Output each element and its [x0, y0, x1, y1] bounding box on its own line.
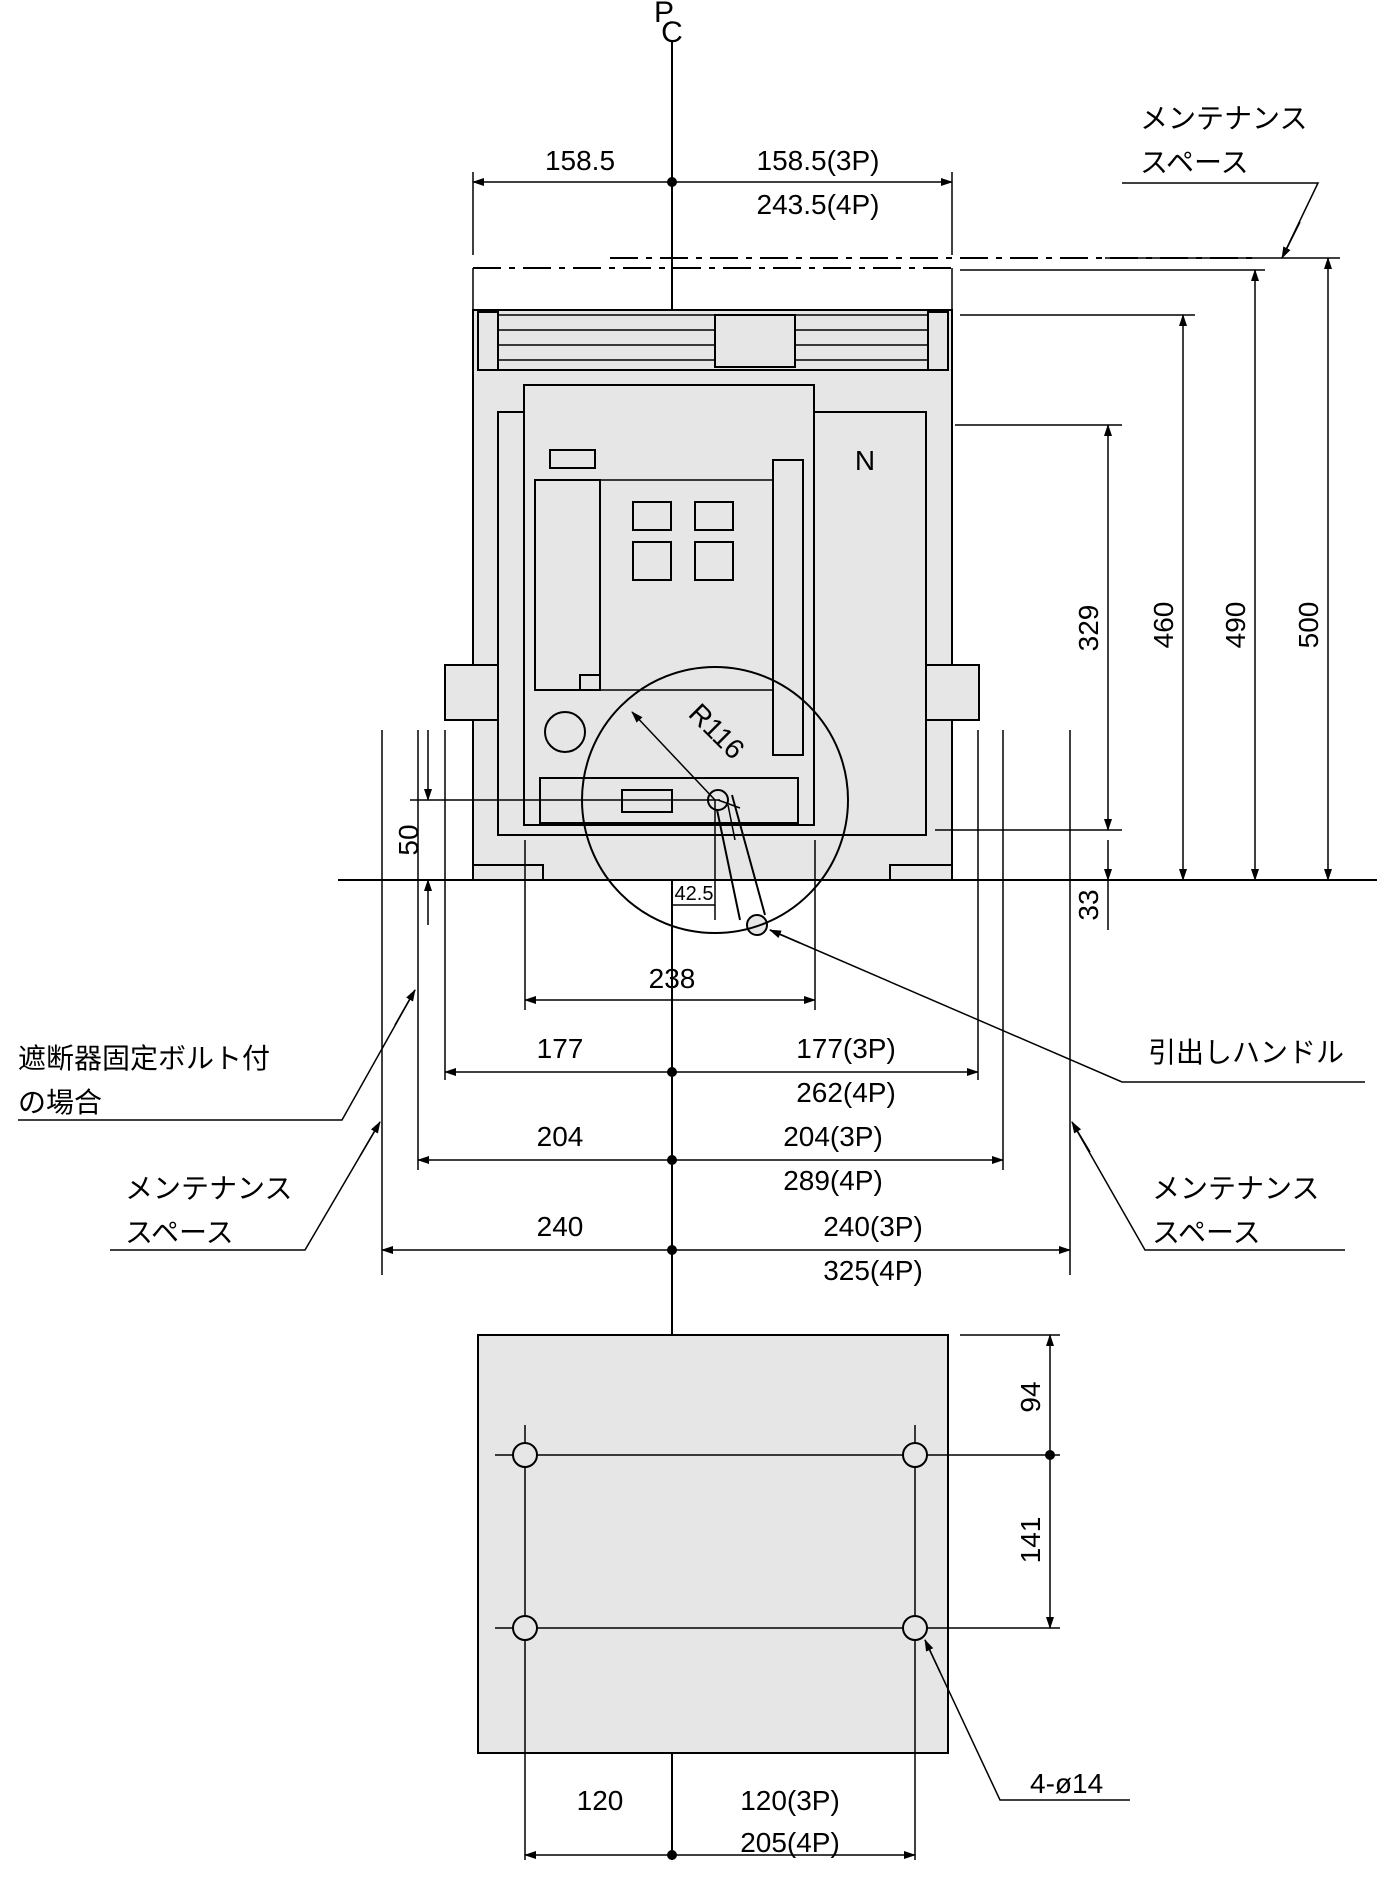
height-329: 329: [1073, 605, 1104, 652]
callout-maintenance-right: メンテナンス スペース: [1071, 1121, 1345, 1251]
maintenance-left-line1: メンテナンス: [125, 1173, 292, 1204]
centerline-label-top: P: [654, 0, 674, 29]
dimension-top-width: 158.5 158.5(3P) 243.5(4P): [472, 145, 953, 255]
dimension-204: 204 204(3P) 289(4P): [417, 1121, 1004, 1196]
fixing-bolt-line1: 遮断器固定ボルト付: [18, 1043, 270, 1074]
base-width-right-3p: 120(3P): [740, 1785, 840, 1816]
callout-fixing-bolt: 遮断器固定ボルト付 の場合: [18, 989, 416, 1121]
width-177-right-3p: 177(3P): [796, 1033, 896, 1064]
height-460: 460: [1148, 602, 1179, 649]
width-204-right-3p: 204(3P): [783, 1121, 883, 1152]
top-width-left: 158.5: [545, 145, 615, 176]
height-500: 500: [1293, 602, 1324, 649]
height-33: 33: [1073, 889, 1104, 920]
mounting-hole: [512, 1615, 538, 1641]
height-50: 50: [393, 824, 424, 855]
callout-maintenance-left: メンテナンス スペース: [110, 1121, 381, 1251]
maintenance-left-line2: スペース: [125, 1217, 234, 1248]
maintenance-top-line2: スペース: [1140, 147, 1249, 178]
width-240-right-3p: 240(3P): [823, 1211, 923, 1242]
base-height-94: 94: [1015, 1381, 1046, 1412]
breaker-front-view: [444, 257, 1260, 936]
callout-maintenance-top: メンテナンス スペース: [1122, 103, 1320, 259]
width-240-right-4p: 325(4P): [823, 1255, 923, 1286]
fixing-bolt-line2: の場合: [18, 1087, 102, 1118]
dimension-base-width: 120 120(3P) 205(4P): [524, 1785, 916, 1860]
top-width-right-3p: 158.5(3P): [757, 145, 880, 176]
mounting-hole: [902, 1442, 928, 1468]
callout-handle: 引出しハンドル: [769, 929, 1365, 1083]
width-240-left: 240: [537, 1211, 584, 1242]
dimension-heights: 329 460 490 500 33 50: [393, 257, 1340, 930]
callout-holes: 4-ø14: [924, 1639, 1130, 1801]
dimension-177: 177 177(3P) 262(4P): [444, 1033, 979, 1108]
dimension-240: 240 240(3P) 325(4P): [381, 1211, 1071, 1286]
base-plan-view: [477, 1334, 1060, 1860]
height-490: 490: [1220, 602, 1251, 649]
mounting-hole: [512, 1442, 538, 1468]
maintenance-right-line1: メンテナンス: [1152, 1173, 1319, 1204]
maintenance-top-line1: メンテナンス: [1140, 103, 1307, 134]
holes-label: 4-ø14: [1030, 1768, 1103, 1799]
width-177-right-4p: 262(4P): [796, 1077, 896, 1108]
width-238: 238: [649, 963, 696, 994]
width-204-right-4p: 289(4P): [783, 1165, 883, 1196]
base-width-left: 120: [577, 1785, 624, 1816]
dimension-238: 238: [524, 963, 816, 1004]
centerline-label-bottom: C: [661, 16, 683, 49]
handle-label: 引出しハンドル: [1148, 1037, 1344, 1068]
dimension-base-heights: 94 141: [1015, 1334, 1055, 1629]
offset-label: 42.5: [675, 883, 714, 905]
top-width-right-4p: 243.5(4P): [757, 189, 880, 220]
neutral-label: N: [855, 445, 875, 476]
width-extension-lines: [381, 730, 1071, 1275]
width-204-left: 204: [537, 1121, 584, 1152]
mounting-hole: [902, 1615, 928, 1641]
maintenance-right-line2: スペース: [1152, 1217, 1261, 1248]
width-177-left: 177: [537, 1033, 584, 1064]
base-height-141: 141: [1015, 1517, 1046, 1564]
base-width-right-4p: 205(4P): [740, 1827, 840, 1858]
